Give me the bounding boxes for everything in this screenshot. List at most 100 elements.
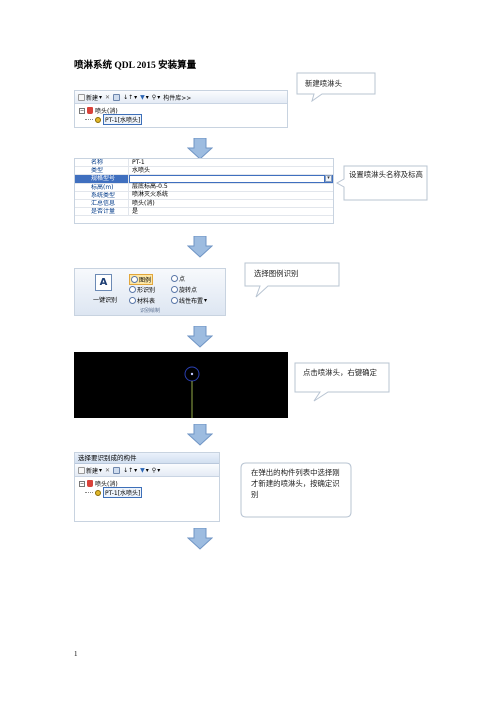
shape-label: 形识别	[137, 287, 156, 294]
delete-button[interactable]: ✕	[105, 94, 110, 101]
callout-step1-text: 新建喷淋头	[305, 79, 342, 88]
point-icon	[171, 275, 178, 282]
prop-value-type[interactable]: 水喷头	[132, 166, 151, 174]
binoculars-icon: ⚲	[151, 93, 157, 101]
callout-step2: 设置喷淋头名称及标高	[335, 165, 428, 201]
legend-label: 图例	[139, 277, 152, 284]
collapse-icon[interactable]: −	[79, 480, 85, 487]
line-layout-icon	[171, 297, 178, 304]
material-table-button[interactable]: 材料表	[129, 296, 155, 305]
one-click-recognize-button[interactable]: A 一键识别	[89, 274, 119, 310]
rotate-point-label: 旋转点	[179, 287, 198, 294]
new-doc-icon	[78, 466, 85, 474]
sprinkler-folder-icon	[87, 480, 93, 487]
find-button[interactable]: ⚲▾	[151, 93, 161, 101]
dialog-tree-child-row[interactable]: PT-1[水喷头]	[79, 487, 215, 498]
dialog-tree: − 喷头(消) PT-1[水喷头]	[75, 477, 219, 499]
component-toolbar: 新建▾ ✕ ↓↑▾ ▼▾ ⚲▾ 构件库>>	[75, 91, 287, 104]
prop-value-elevation[interactable]: 层底标高-0.5	[132, 183, 168, 191]
dialog-toolbar: 新建▾ ✕ ↓↑▾ ▼▾ ⚲▾	[75, 464, 219, 477]
rotate-point-button[interactable]: 旋转点	[171, 285, 197, 294]
copy-icon	[113, 466, 121, 474]
new-doc-icon	[78, 93, 85, 101]
prop-row-measure[interactable]: 是否计量是	[75, 207, 333, 217]
prop-key-summary: 汇总信息	[75, 199, 129, 208]
tree-root-label: 喷头(消)	[95, 108, 118, 115]
callout-bubble	[240, 462, 352, 518]
callout-step4-text: 点击喷淋头，右键确定	[303, 368, 377, 377]
tree-root-row[interactable]: − 喷头(消)	[79, 106, 283, 115]
dialog-copy-button[interactable]	[113, 466, 121, 474]
material-label: 材料表	[137, 298, 156, 305]
binoculars-icon: ⚲	[151, 466, 157, 474]
dialog-sort-button[interactable]: ↓↑▾	[123, 466, 138, 474]
collapse-icon[interactable]: −	[79, 107, 85, 114]
prop-key-measure: 是否计量	[75, 208, 129, 216]
prop-value-name[interactable]: PT-1	[132, 158, 145, 166]
point-label: 点	[179, 276, 186, 283]
down-arrow-4	[187, 424, 213, 446]
cad-drawing-area[interactable]	[74, 352, 288, 418]
prop-value-measure[interactable]: 是	[132, 207, 139, 215]
callout-step3-text: 选择图例识别	[254, 269, 299, 278]
prop-row-summary[interactable]: 汇总信息喷头(消)	[75, 199, 333, 209]
table-icon	[129, 297, 136, 304]
page-number: 1	[74, 650, 78, 658]
sort-icon: ↓↑	[123, 466, 134, 474]
callout-step5-text: 在弹出的构件列表中选择刚才新建的喷淋头，按确定识别	[251, 468, 340, 499]
component-tree: − 喷头(消) PT-1[水喷头]	[75, 104, 287, 126]
prop-row-system[interactable]: 系统类型喷淋灭火系统	[75, 191, 333, 200]
library-button[interactable]: 构件库>>	[163, 93, 191, 102]
prop-key-name: 名称	[75, 159, 129, 167]
dialog-title: 选择要识别成的构件	[75, 453, 219, 464]
dialog-new-button[interactable]: 新建▾	[78, 466, 102, 475]
prop-key-type: 类型	[75, 167, 129, 175]
prop-value-system[interactable]: 喷淋灭火系统	[132, 191, 169, 199]
prop-value-summary[interactable]: 喷头(消)	[132, 199, 155, 207]
dialog-delete-button[interactable]: ✕	[105, 467, 110, 474]
point-button[interactable]: 点	[171, 274, 185, 283]
callout-step4: 点击喷淋头，右键确定	[294, 362, 390, 402]
sprinkler-symbol[interactable]	[74, 352, 288, 418]
shape-recognize-button[interactable]: 形识别	[129, 285, 155, 294]
prop-row-elevation[interactable]: 标高(m)层底标高-0.5	[75, 183, 333, 192]
callout-bubble	[294, 362, 390, 402]
along-line-label: 线性布置	[179, 298, 204, 305]
callout-step1: 新建喷淋头	[296, 72, 376, 103]
prop-key-system: 系统类型	[75, 191, 129, 199]
along-line-button[interactable]: 线性布置▾	[171, 296, 207, 305]
prop-row-spec[interactable]: 规格型号▾	[75, 175, 333, 184]
rotate-icon	[171, 286, 178, 293]
down-arrow-1	[187, 138, 213, 160]
prop-value-spec[interactable]	[130, 175, 324, 182]
filter-icon: ▼	[140, 93, 145, 101]
sort-button[interactable]: ↓↑▾	[123, 93, 138, 101]
tree-child-label: PT-1[水喷头]	[103, 114, 143, 125]
down-arrow-3	[187, 326, 213, 348]
callout-bubble	[244, 262, 340, 298]
dialog-new-label: 新建	[86, 467, 99, 475]
prop-row-type[interactable]: 类型水喷头	[75, 166, 333, 176]
chevron-down-icon[interactable]: ▾	[204, 297, 208, 304]
one-click-label: 一键识别	[92, 297, 117, 304]
dialog-tree-root-row[interactable]: − 喷头(消)	[79, 479, 215, 488]
dialog-find-button[interactable]: ⚲▾	[151, 466, 161, 474]
spec-dropdown-icon[interactable]: ▾	[325, 175, 332, 183]
legend-button[interactable]: 图例	[129, 274, 154, 285]
sprinkler-folder-icon	[87, 107, 93, 114]
ribbon-group-label: 识别绘制	[139, 308, 160, 314]
tree-child-row[interactable]: PT-1[水喷头]	[79, 114, 283, 125]
copy-icon	[113, 93, 121, 101]
callout-bubble	[296, 72, 376, 103]
copy-button[interactable]	[113, 93, 121, 101]
legend-icon	[131, 276, 138, 283]
tree-connector	[85, 119, 93, 120]
new-button[interactable]: 新建▾	[78, 93, 102, 102]
shape-icon	[129, 286, 136, 293]
callout-step5: 在弹出的构件列表中选择刚才新建的喷淋头，按确定识别	[240, 462, 352, 518]
filter-button[interactable]: ▼▾	[140, 93, 149, 101]
select-component-dialog: 选择要识别成的构件 新建▾ ✕ ↓↑▾ ▼▾ ⚲▾ − 喷头(消) PT-1[水…	[74, 452, 220, 522]
dialog-filter-button[interactable]: ▼▾	[140, 466, 149, 474]
